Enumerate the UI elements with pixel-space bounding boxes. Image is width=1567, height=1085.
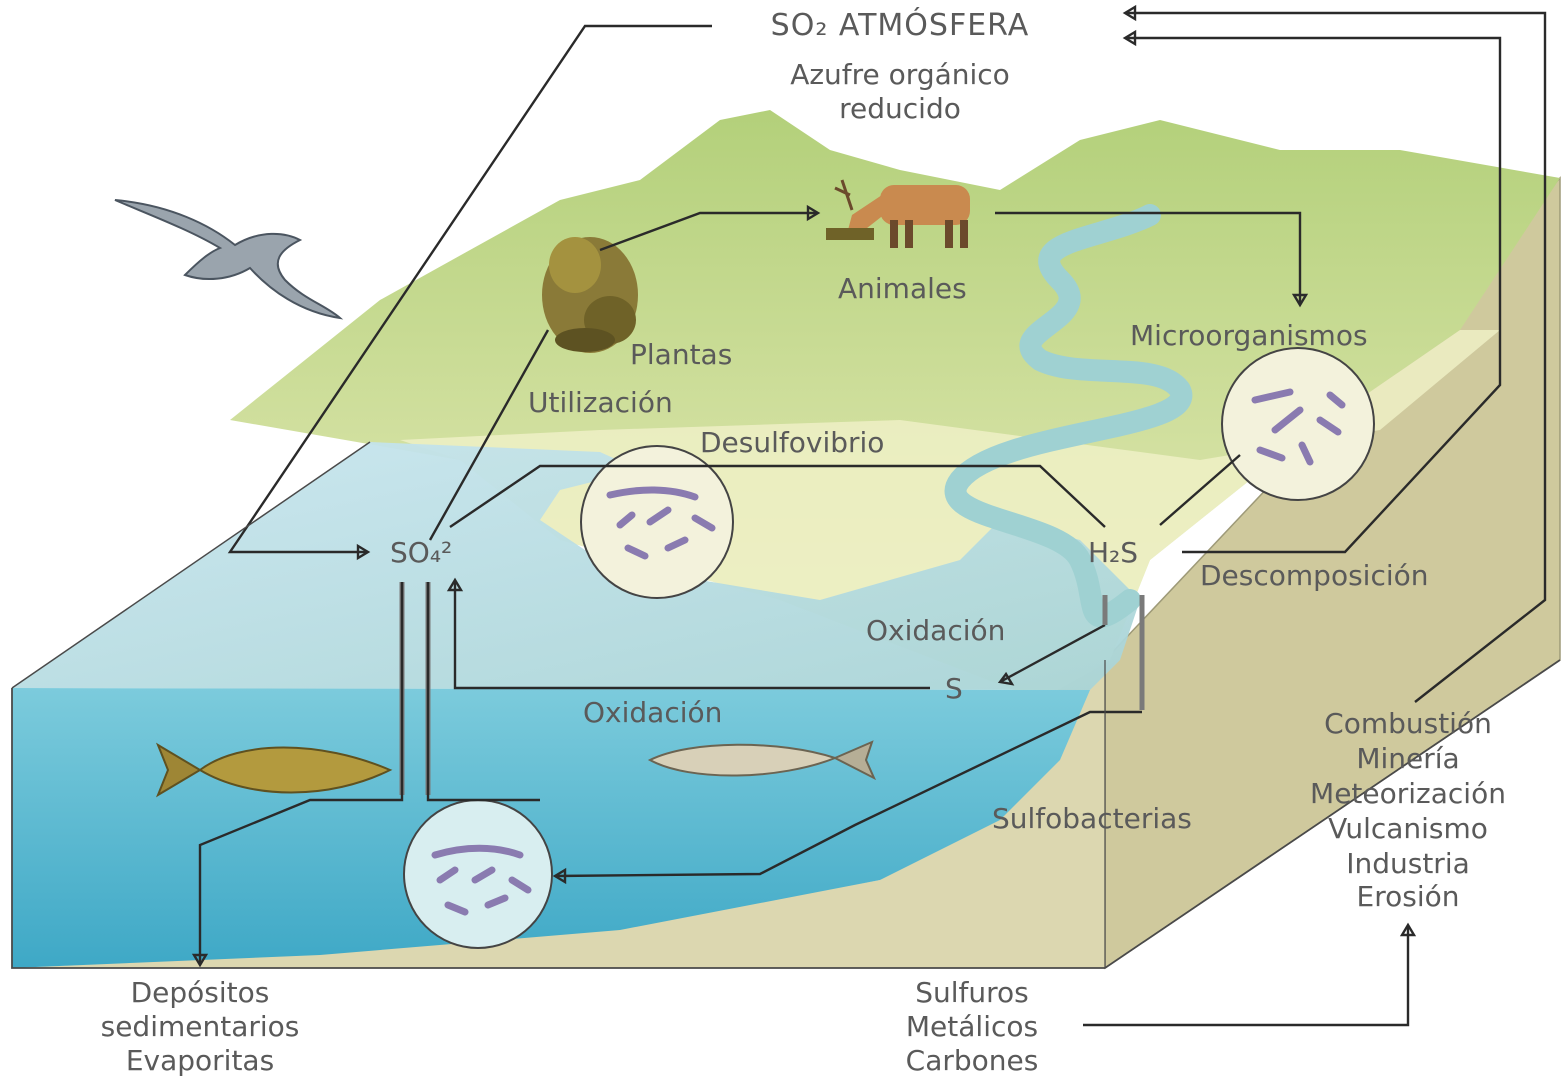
river: [944, 204, 1193, 628]
label-organic-sulfur-1: Azufre orgánico: [790, 58, 1010, 91]
microbe-circle-lower: [403, 799, 553, 949]
label-source-volcanism: Vulcanismo: [1328, 812, 1488, 845]
meadow-lower: [400, 330, 1500, 700]
label-deposits-1: Depósitos: [131, 976, 270, 1009]
label-sulfobacteria: Sulfobacterias: [992, 802, 1192, 835]
plants-illustration: [542, 237, 638, 353]
label-organic-sulfur-2: reducido: [839, 92, 961, 125]
earth-front-face: [12, 660, 1105, 968]
label-source-erosion: Erosión: [1357, 880, 1460, 913]
microbe-circle-upper: [1221, 347, 1375, 501]
label-source-combustion: Combustión: [1324, 707, 1492, 740]
label-h2s: H₂S: [1088, 536, 1138, 569]
cycle-arrows: [11, 4, 1561, 1027]
label-sulfate: SO₄²: [390, 536, 452, 569]
deer-illustration: [826, 179, 970, 248]
water-surface: [12, 442, 1140, 690]
label-desulfovibrio: Desulfovibrio: [700, 426, 884, 459]
label-sulfides-1: Sulfuros: [915, 976, 1029, 1009]
label-decomposition: Descomposición: [1200, 559, 1429, 592]
label-oxidation-lower: Oxidación: [583, 696, 722, 729]
fish-right-illustration: [647, 740, 877, 781]
label-source-industry: Industria: [1346, 847, 1470, 880]
label-sulfur: S: [945, 672, 963, 705]
label-oxidation-upper: Oxidación: [866, 614, 1005, 647]
label-source-mining: Minería: [1356, 742, 1459, 775]
label-utilization: Utilización: [528, 386, 673, 419]
bird-illustration: [114, 199, 344, 320]
label-atmosphere: SO₂ ATMÓSFERA: [771, 6, 1030, 43]
label-source-weathering: Meteorización: [1310, 777, 1506, 810]
label-deposits-2: sedimentarios: [101, 1010, 300, 1043]
label-sulfides-2: Metálicos: [906, 1010, 1038, 1043]
label-animals: Animales: [838, 272, 967, 305]
label-sulfides-3: Carbones: [906, 1044, 1039, 1077]
label-deposits-3: Evaporitas: [126, 1044, 274, 1077]
fish-left-illustration: [155, 742, 393, 798]
microbe-circle-middle: [580, 445, 734, 599]
label-microorganisms: Microorganismos: [1130, 319, 1368, 352]
label-plants: Plantas: [630, 338, 732, 371]
